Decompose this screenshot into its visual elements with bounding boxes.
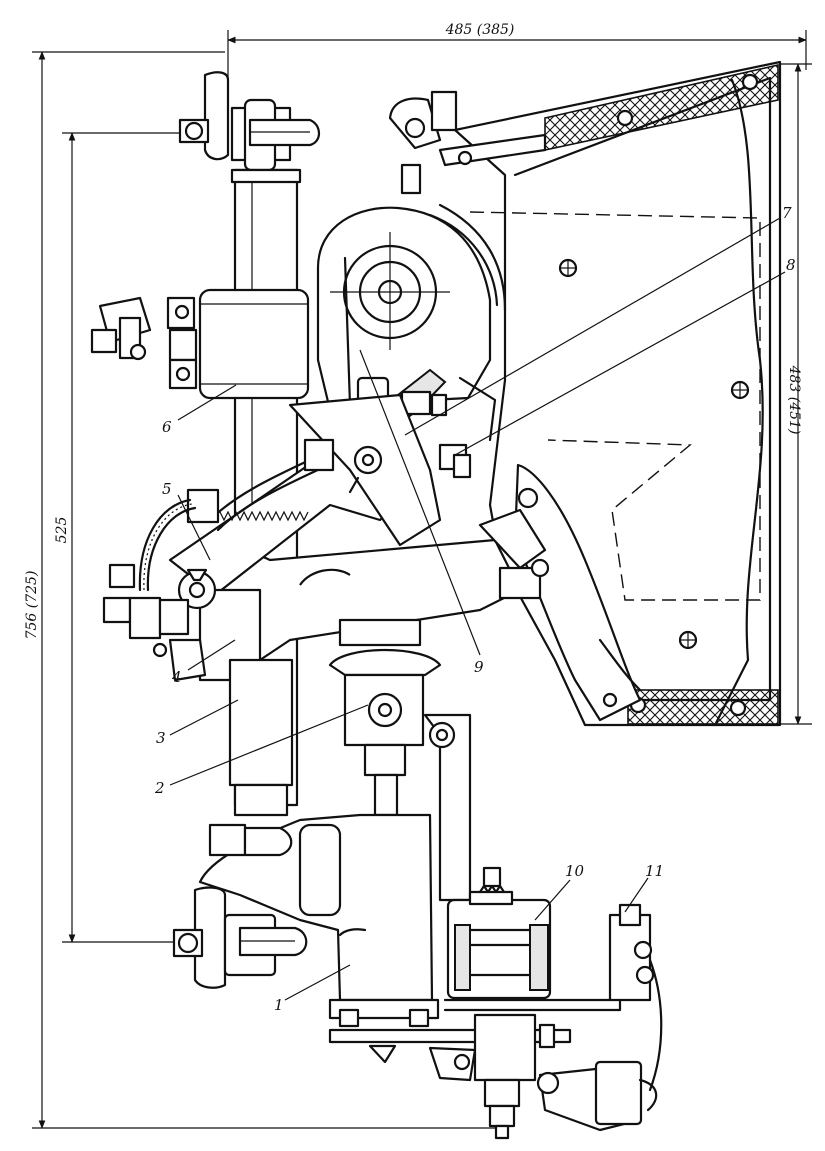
label-10: 10 (565, 862, 585, 880)
dimension-right-height: 483 (451) (786, 365, 802, 435)
lower-sleeve (228, 658, 294, 817)
blowout-coil (90, 288, 310, 400)
dimension-top-width: 485 (385) (445, 22, 515, 38)
label-7: 7 (782, 204, 792, 222)
label-5: 5 (162, 480, 172, 498)
electro-valve (443, 866, 627, 1012)
label-6: 6 (162, 418, 172, 436)
dimension-left-inner: 525 (54, 517, 70, 544)
label-3: 3 (156, 729, 166, 747)
label-4: 4 (171, 668, 182, 686)
top-clamp (178, 71, 321, 184)
contact-lever (102, 393, 550, 682)
bottom-clamp (172, 886, 308, 989)
piston-boot (328, 618, 472, 902)
label-11: 11 (645, 862, 664, 880)
valve-stem (368, 1013, 658, 1140)
label-2: 2 (154, 779, 165, 797)
connector-block (608, 903, 663, 1092)
label-8: 8 (786, 256, 796, 274)
part-labels: 1 2 3 4 5 6 7 8 9 10 11 (154, 204, 796, 1014)
pneumatic-cylinder (198, 813, 572, 1044)
dimension-left-outer: 756 (725) (24, 571, 40, 640)
chute-rivets (558, 73, 759, 717)
label-1: 1 (274, 996, 284, 1014)
arc-horn (513, 463, 642, 722)
label-9: 9 (474, 658, 484, 676)
leader-lines (169, 217, 786, 1001)
